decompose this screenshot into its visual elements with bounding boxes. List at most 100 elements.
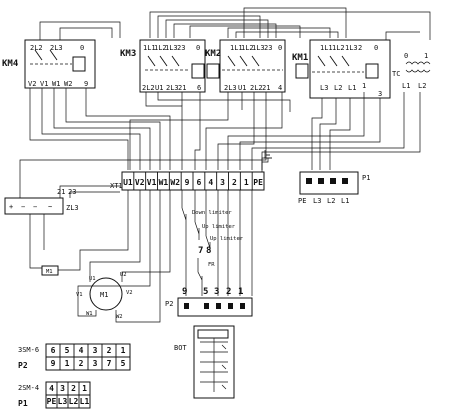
km3-top-2: 1L2 — [154, 44, 167, 52]
contactor-to-terminal-wires — [19, 88, 421, 200]
connector-p2: 9 5 3 2 1 P2 — [165, 287, 253, 317]
km1-bottom-2: L2 — [334, 84, 342, 92]
p1-pin-label-1: PE — [298, 197, 306, 205]
up-limiter-label-2: Up limiter — [210, 236, 244, 242]
xt1-cell-label: 3 — [220, 178, 225, 187]
p2-pin-1 — [184, 303, 189, 309]
down-limiter-label: Down limiter — [192, 210, 232, 216]
km1-coil — [295, 63, 309, 79]
km4-bottom-4: W2 — [64, 80, 72, 88]
contactor-km1: KM1 1L1 1L2 1L3 2 0 L3 L2 L1 1 3 — [292, 39, 391, 99]
switch-pin-8: 8 — [206, 246, 211, 256]
tc-bottom-1: L1 — [402, 82, 410, 90]
motor-m1: M1 M1 U1 V1 W1 U2 V2 W2 — [41, 190, 171, 323]
km2-label: KM2 — [205, 49, 221, 59]
motor-w2: W2 — [116, 314, 123, 320]
zl3-ac: ~ — [48, 203, 52, 211]
km1-top-5: 0 — [374, 44, 378, 52]
xt1-cell-label: V1 — [147, 178, 157, 187]
xt1-cell-label: 2 — [232, 178, 237, 187]
km2-body — [219, 39, 286, 93]
contactor-km3: KM3 1L1 1L2 1L3 23 0 2L2 U1 2L3 21 6 — [120, 39, 206, 93]
km4-bottom-1: V2 — [28, 80, 36, 88]
km3-label: KM3 — [120, 49, 136, 59]
km1-top-2: 1L2 — [332, 44, 345, 52]
zl3-plus: + — [9, 203, 13, 211]
transformer-tc: TC 0 1 L1 L2 — [392, 52, 431, 90]
tc-top-2: 1 — [424, 52, 428, 60]
motor-label: M1 — [100, 291, 108, 299]
table-cell: 1 — [121, 346, 126, 355]
km3-bottom-3: 2L3 — [166, 84, 179, 92]
brake-coil-label: M1 — [46, 269, 53, 275]
top-bus-wires — [39, 7, 431, 40]
zl3-pin-1: 21 — [57, 188, 65, 196]
km1-bottom-1: L3 — [320, 84, 328, 92]
brake-coil — [41, 265, 59, 276]
table1-row2-label: P2 — [18, 361, 28, 370]
km3-bottom-4: 21 — [178, 84, 186, 92]
km2-top-5: 0 — [278, 44, 282, 52]
p2-pin-label-4: 2 — [226, 287, 231, 297]
km1-bottom-3: L1 — [348, 84, 356, 92]
km3-coil — [191, 63, 205, 79]
switch-pin-7: 7 — [198, 246, 203, 256]
km4-top-1: 2L2 — [30, 44, 43, 52]
zl3-minus-2: − — [33, 203, 37, 211]
contactor-km4: KM4 2L2 2L3 0 V2 V1 W1 W2 9 — [2, 39, 96, 89]
xt1-cell-label: U1 — [123, 178, 133, 187]
p1-pin-label-3: L2 — [327, 197, 335, 205]
p2-pin-label-5: 1 — [238, 287, 243, 297]
p2-pin-2 — [204, 303, 209, 309]
p1-pin-3 — [330, 178, 336, 184]
table-cell: 6 — [51, 346, 56, 355]
p1-pin-label-2: L3 — [313, 197, 321, 205]
table-cell: 1 — [82, 384, 87, 393]
km3-bottom-2: U1 — [155, 84, 163, 92]
rectifier-zl3: + − − ~ ZL3 21 23 — [4, 185, 120, 269]
km4-bottom-5: 9 — [84, 80, 88, 88]
tc-top-1: 0 — [404, 52, 408, 60]
motor-w1: W1 — [86, 311, 93, 317]
xt1-cell-label: 9 — [185, 178, 190, 187]
p2-pin-label-3: 3 — [214, 287, 219, 297]
p1-pin-4 — [342, 178, 348, 184]
p2-label: P2 — [165, 300, 173, 308]
km3-top-3: 1L3 — [165, 44, 178, 52]
table-cell: L1 — [80, 397, 90, 406]
table-cell: PE — [47, 397, 57, 406]
table-cell: L3 — [58, 397, 68, 406]
km2-top-2: 1L2 — [241, 44, 254, 52]
xt1-cell-label: W2 — [170, 178, 180, 187]
km4-top-3: 0 — [80, 44, 84, 52]
bot-header — [197, 329, 229, 339]
xt1-cell-label: 1 — [244, 178, 249, 187]
bot-label: BOT — [174, 344, 187, 352]
table-cell: 3 — [93, 346, 98, 355]
km4-label: KM4 — [2, 59, 19, 69]
table-cell: 1 — [65, 359, 70, 368]
p1-pin-label-4: L1 — [341, 197, 349, 205]
table-cell: 2 — [79, 359, 84, 368]
km2-top-4: 23 — [264, 44, 272, 52]
table2-row2-label: P1 — [18, 399, 28, 408]
km1-bottom-4: 1 — [362, 82, 366, 90]
p2-pin-5 — [240, 303, 245, 309]
motor-u1: U1 — [89, 276, 96, 282]
km3-bottom-5: 6 — [197, 84, 201, 92]
zl3-body — [4, 197, 64, 215]
up-limiter-label-1: Up limiter — [202, 224, 236, 230]
fr-label: FR — [208, 262, 215, 268]
km1-aux-coil — [365, 63, 379, 79]
p2-pin-3 — [216, 303, 221, 309]
km4-bottom-2: V1 — [40, 80, 48, 88]
xt1-cell-label: V2 — [135, 178, 145, 187]
table-cell: 5 — [121, 359, 126, 368]
p1-pin-2 — [318, 178, 324, 184]
table-cell: 5 — [65, 346, 70, 355]
